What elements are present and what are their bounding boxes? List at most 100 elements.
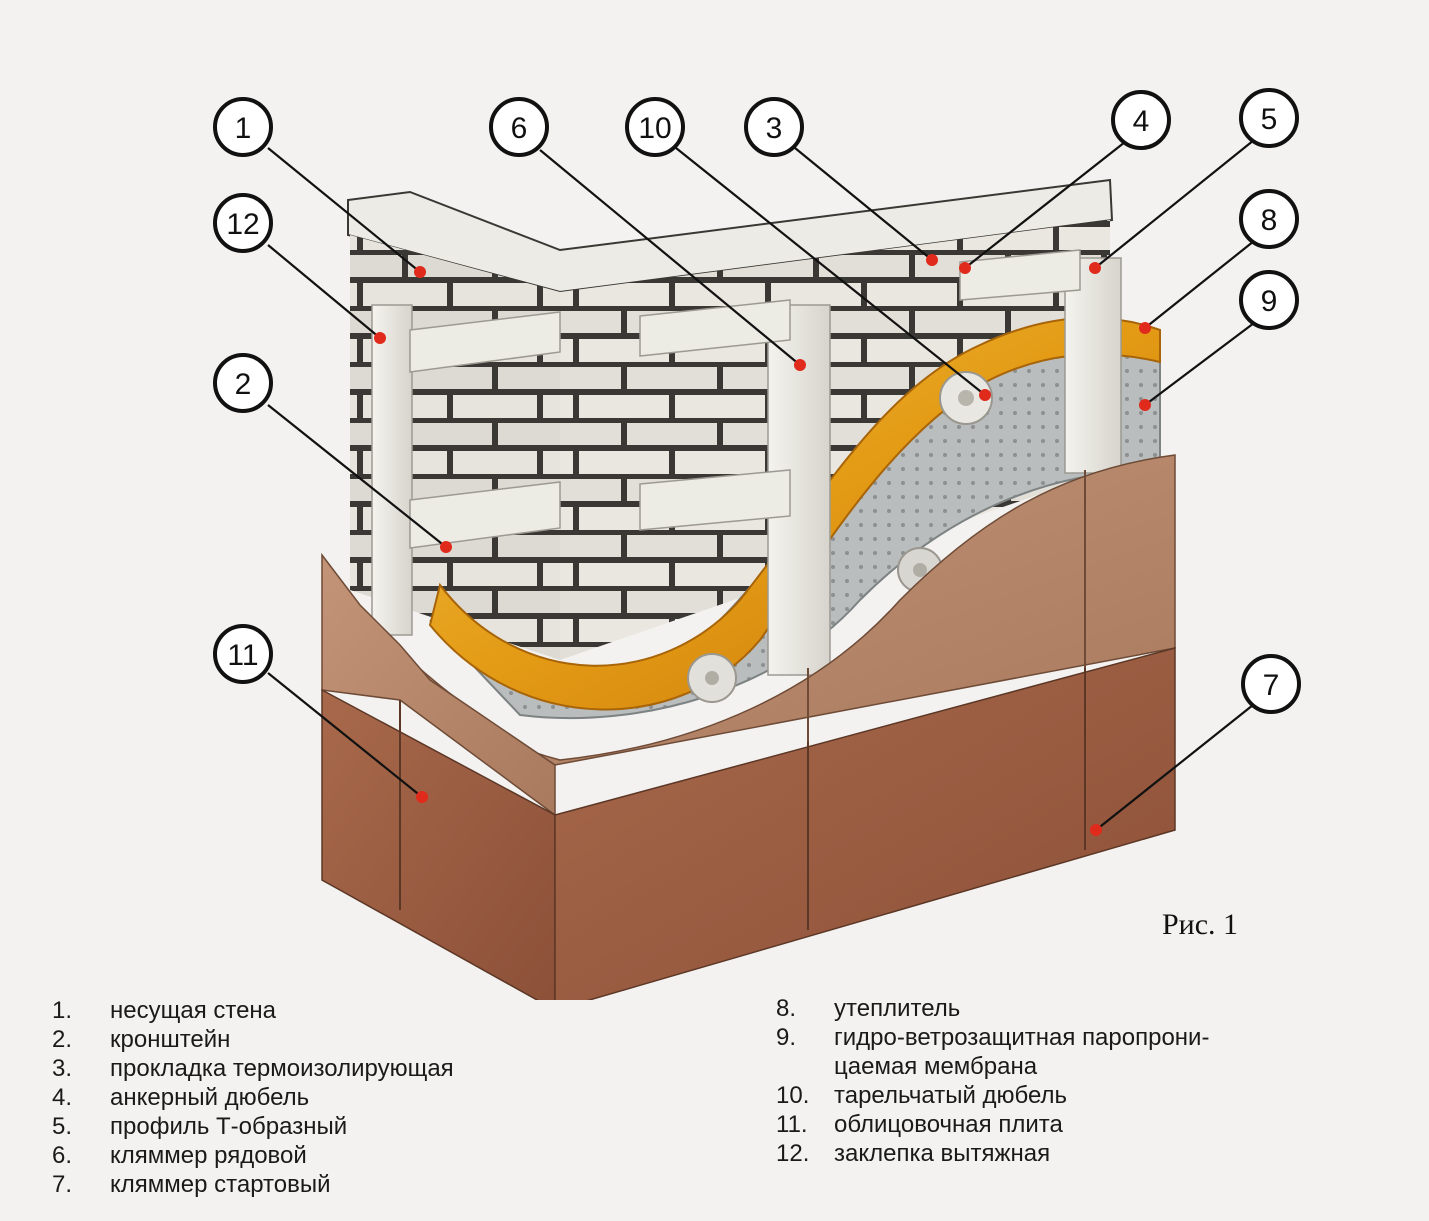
svg-text:5: 5 [1261, 103, 1278, 136]
marker-dot [416, 791, 428, 803]
legend-left: 1. несущая стена 2. кронштейн 3. прокладка … [52, 996, 454, 1199]
plate-dowel [939, 371, 993, 425]
legend-label: утеплитель [834, 995, 961, 1022]
legend-item: 4.анкерный дюбель [52, 1083, 454, 1112]
leader-line [267, 147, 421, 273]
leader-line [1095, 704, 1254, 831]
legend-item: 6. кляммер рядовой [52, 1141, 454, 1170]
callout-1: 1 [213, 97, 273, 157]
marker-dot [926, 254, 938, 266]
legend-label: прокладка термоизолирующая [110, 1055, 454, 1082]
legend-number: 8. [776, 995, 797, 1022]
leader-line [539, 149, 801, 366]
t-profile [371, 304, 413, 636]
marker-dot [374, 332, 386, 344]
bracket [959, 249, 1081, 301]
callout-6: 6 [489, 97, 549, 157]
callout-11: 11 [213, 624, 273, 684]
leader-line [267, 244, 381, 339]
cladding-panel-upper-left [321, 552, 556, 817]
leader-line [675, 147, 986, 396]
legend-label: тарельчатый дюбель [834, 1082, 1068, 1109]
marker-dot [1090, 824, 1102, 836]
t-profile [1064, 257, 1122, 474]
legend-number: 10. [776, 1082, 810, 1109]
legend-item: 3. прокладка термоизолирующая [52, 1054, 454, 1083]
marker-dot [440, 541, 452, 553]
marker-dot [979, 389, 991, 401]
svg-text:12: 12 [226, 208, 259, 241]
svg-text:2: 2 [235, 368, 252, 401]
legend-label: профиль Т-образный [110, 1113, 348, 1140]
bracket [409, 481, 561, 549]
legend-item: 2. кронштейн [52, 1025, 454, 1054]
svg-text:3: 3 [766, 112, 783, 145]
svg-text:8: 8 [1261, 204, 1278, 237]
bracket [639, 299, 791, 357]
legend-label: заклепка вытяжная [834, 1140, 1051, 1167]
callout-10: 10 [625, 97, 685, 157]
marker-dot [959, 262, 971, 274]
legend-label: гидро-ветрозащитная паропрони- [834, 1024, 1210, 1051]
callout-4: 4 [1111, 90, 1171, 150]
svg-text:4: 4 [1133, 105, 1150, 138]
leader-line [794, 147, 933, 261]
legend-right: 8. утеплитель 9. гидро-ветрозащитная пароп… [776, 994, 1209, 1168]
svg-text:6: 6 [511, 112, 528, 145]
leader-line [964, 141, 1126, 269]
svg-text:10: 10 [638, 112, 671, 145]
svg-text:9: 9 [1261, 285, 1278, 318]
legend-number: 9. [776, 1024, 797, 1051]
legend-item: 9. гидро-ветрозащитная паропрони- [776, 1023, 1209, 1052]
legend-item: 5. профиль Т-образный [52, 1112, 454, 1141]
legend-number: 12. [776, 1140, 810, 1167]
figure-caption: Рис. 1 [1162, 908, 1239, 941]
legend-label: несущая стена [110, 997, 277, 1024]
legend-label: кляммер стартовый [110, 1171, 331, 1198]
cladding-panel-lower-left [321, 688, 556, 1000]
legend-item: 12. заклепка вытяжная [776, 1139, 1209, 1168]
svg-text:7: 7 [1263, 669, 1280, 702]
legend-number: 7. [52, 1171, 73, 1198]
legend-number: 5. [52, 1113, 73, 1140]
facade-cutaway-diagram: 1 12 2 6 10 3 4 5 8 9 11 7 [213, 88, 1301, 1000]
legend-label: кронштейн [110, 1026, 231, 1053]
legend-item: 10. тарельчатый дюбель [776, 1081, 1209, 1110]
callout-12: 12 [213, 193, 273, 253]
legend-label: облицовочная плита [834, 1111, 1063, 1138]
bracket [639, 469, 791, 531]
callout-8: 8 [1239, 189, 1299, 249]
marker-dot [1139, 399, 1151, 411]
leader-line [267, 672, 423, 798]
callout-9: 9 [1239, 270, 1299, 330]
leader-line [1144, 322, 1255, 406]
svg-text:11: 11 [227, 639, 258, 672]
bracket [409, 311, 561, 373]
callout-7: 7 [1241, 654, 1301, 714]
cladding-panel-lower-right [554, 647, 1176, 1000]
marker-dot [1089, 262, 1101, 274]
callout-2: 2 [213, 353, 273, 413]
marker-dot [414, 266, 426, 278]
leader-line [267, 404, 447, 548]
legend-label-continuation: цаемая мембрана [834, 1053, 1038, 1080]
legend-label: кляммер рядовой [110, 1142, 307, 1169]
legend-item: 8. утеплитель [776, 994, 1209, 1023]
plate-dowel [687, 653, 737, 703]
legend-item: 1. несущая стена [52, 996, 454, 1025]
leader-line [1094, 139, 1255, 269]
svg-text:1: 1 [235, 112, 252, 145]
legend-number: 3. [52, 1055, 73, 1082]
legend-number: 11. [776, 1111, 808, 1138]
legend-number: 4. [52, 1084, 73, 1111]
leader-line [1144, 240, 1255, 329]
legend-number: 1. [52, 997, 73, 1024]
callout-5: 5 [1239, 88, 1299, 148]
legend-number: 6. [52, 1142, 73, 1169]
marker-dot [1139, 322, 1151, 334]
callout-3: 3 [744, 97, 804, 157]
legend-item: 7. кляммер стартовый [52, 1170, 454, 1199]
legend-item: 11. облицовочная плита [776, 1110, 1209, 1139]
marker-dot [794, 359, 806, 371]
legend-number: 2. [52, 1026, 73, 1053]
